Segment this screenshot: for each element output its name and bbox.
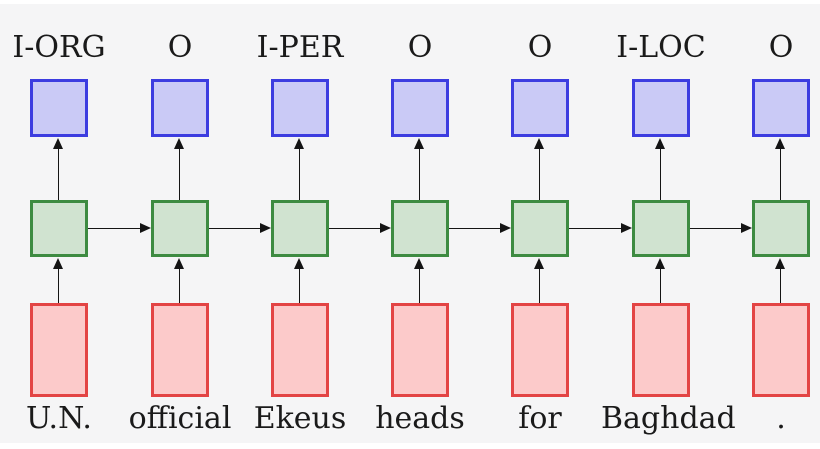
tag-label: O bbox=[768, 30, 794, 65]
up-arrow-input-to-hidden bbox=[655, 258, 666, 303]
tag-label: O bbox=[167, 30, 193, 65]
up-arrow-input-to-hidden bbox=[534, 258, 545, 303]
rnn-column: I-ORG U.N. bbox=[0, 0, 119, 449]
arrowhead-up-icon bbox=[655, 258, 665, 269]
arrowhead-right-icon bbox=[621, 223, 632, 233]
tag-label: O bbox=[407, 30, 433, 65]
hidden-state-box bbox=[511, 200, 569, 257]
up-arrow-input-to-hidden bbox=[775, 258, 786, 303]
right-arrow-hidden-to-hidden bbox=[449, 223, 511, 234]
arrowhead-up-icon bbox=[174, 258, 184, 269]
up-arrow-hidden-to-output bbox=[775, 138, 786, 200]
up-arrow-hidden-to-output bbox=[414, 138, 425, 200]
hidden-state-box bbox=[271, 200, 329, 257]
up-arrow-input-to-hidden bbox=[53, 258, 64, 303]
tag-label: I-PER bbox=[256, 30, 344, 65]
output-box bbox=[632, 79, 690, 137]
arrowhead-right-icon bbox=[741, 223, 752, 233]
input-word: for bbox=[518, 401, 562, 436]
input-embedding-box bbox=[30, 303, 88, 397]
hidden-state-box bbox=[752, 200, 810, 257]
up-arrow-hidden-to-output bbox=[534, 138, 545, 200]
output-box bbox=[391, 79, 449, 137]
output-box bbox=[271, 79, 329, 137]
input-word: heads bbox=[375, 401, 465, 436]
output-box bbox=[151, 79, 209, 137]
up-arrow-input-to-hidden bbox=[414, 258, 425, 303]
rnn-column: O official bbox=[120, 0, 240, 449]
rnn-column: O heads bbox=[360, 0, 480, 449]
arrowhead-up-icon bbox=[775, 138, 785, 149]
output-box bbox=[30, 79, 88, 137]
arrowhead-up-icon bbox=[414, 258, 424, 269]
tag-label: I-ORG bbox=[12, 30, 106, 65]
arrowhead-up-icon bbox=[534, 138, 544, 149]
input-embedding-box bbox=[752, 303, 810, 397]
rnn-column: I-LOC Baghdad bbox=[601, 0, 736, 449]
hidden-state-box bbox=[151, 200, 209, 257]
hidden-state-box bbox=[391, 200, 449, 257]
up-arrow-hidden-to-output bbox=[174, 138, 185, 200]
arrowhead-up-icon bbox=[53, 138, 63, 149]
arrowhead-right-icon bbox=[260, 223, 271, 233]
input-embedding-box bbox=[151, 303, 209, 397]
input-embedding-box bbox=[391, 303, 449, 397]
input-word: . bbox=[776, 401, 786, 436]
arrowhead-right-icon bbox=[500, 223, 511, 233]
input-embedding-box bbox=[632, 303, 690, 397]
rnn-column: O . bbox=[721, 0, 820, 449]
arrowhead-up-icon bbox=[534, 258, 544, 269]
input-word: Baghdad bbox=[601, 401, 736, 436]
arrowhead-up-icon bbox=[775, 258, 785, 269]
output-box bbox=[511, 79, 569, 137]
arrowhead-up-icon bbox=[414, 138, 424, 149]
up-arrow-hidden-to-output bbox=[655, 138, 666, 200]
arrowhead-right-icon bbox=[380, 223, 391, 233]
input-embedding-box bbox=[271, 303, 329, 397]
tag-label: I-LOC bbox=[616, 30, 706, 65]
right-arrow-hidden-to-hidden bbox=[209, 223, 271, 234]
input-embedding-box bbox=[511, 303, 569, 397]
rnn-column: O for bbox=[480, 0, 600, 449]
arrowhead-up-icon bbox=[294, 258, 304, 269]
up-arrow-hidden-to-output bbox=[294, 138, 305, 200]
arrowhead-up-icon bbox=[294, 138, 304, 149]
input-word: official bbox=[128, 401, 232, 436]
right-arrow-hidden-to-hidden bbox=[690, 223, 752, 234]
arrowhead-right-icon bbox=[140, 223, 151, 233]
right-arrow-hidden-to-hidden bbox=[329, 223, 391, 234]
up-arrow-hidden-to-output bbox=[53, 138, 64, 200]
up-arrow-input-to-hidden bbox=[294, 258, 305, 303]
arrowhead-up-icon bbox=[174, 138, 184, 149]
up-arrow-input-to-hidden bbox=[174, 258, 185, 303]
input-word: U.N. bbox=[26, 401, 92, 436]
tag-label: O bbox=[527, 30, 553, 65]
hidden-state-box bbox=[632, 200, 690, 257]
right-arrow-hidden-to-hidden bbox=[88, 223, 151, 234]
input-word: Ekeus bbox=[253, 401, 347, 436]
arrowhead-up-icon bbox=[53, 258, 63, 269]
arrowhead-up-icon bbox=[655, 138, 665, 149]
hidden-state-box bbox=[30, 200, 88, 257]
output-box bbox=[752, 79, 810, 137]
rnn-column: I-PER Ekeus bbox=[240, 0, 360, 449]
right-arrow-hidden-to-hidden bbox=[569, 223, 632, 234]
